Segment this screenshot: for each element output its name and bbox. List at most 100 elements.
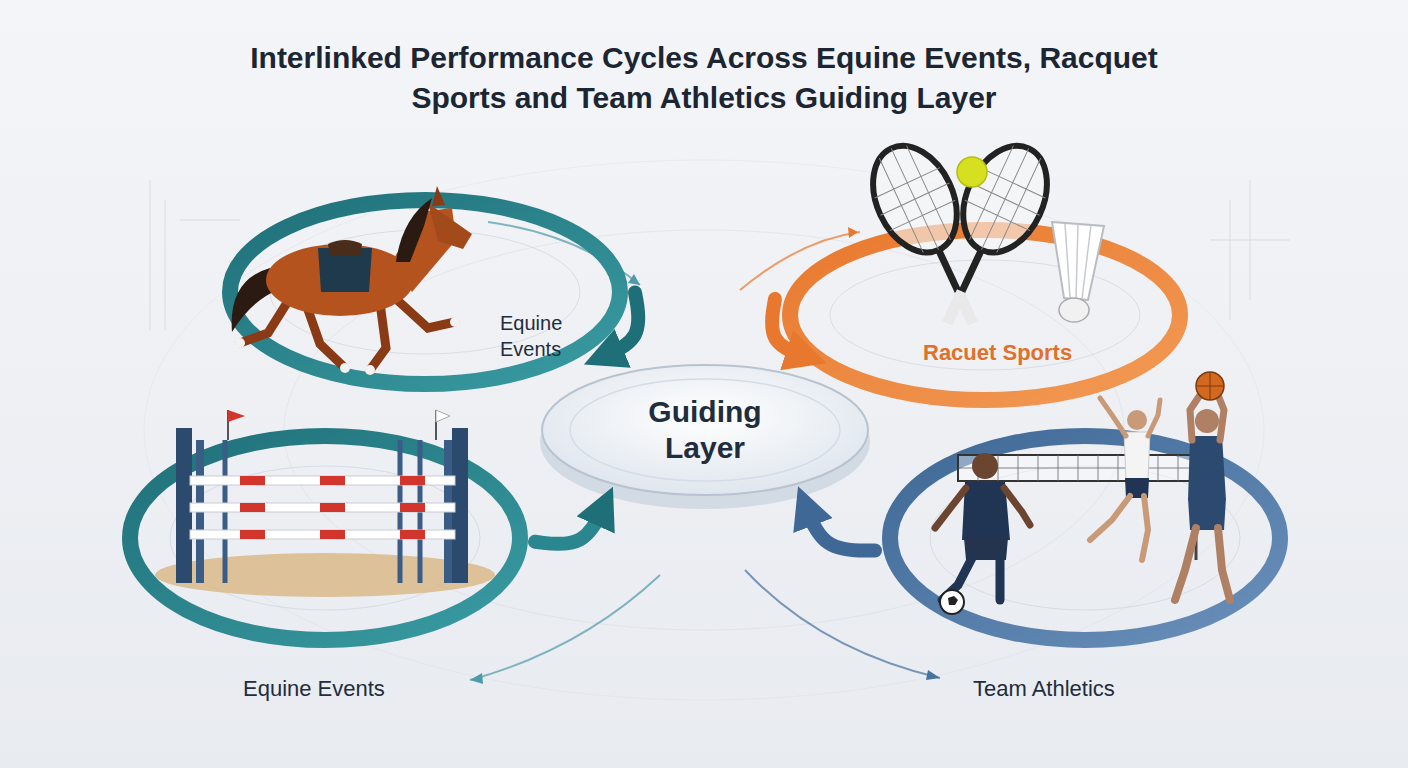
shuttlecock-illustration <box>1059 298 1089 322</box>
cycle-loop: Equine Events <box>215 180 635 405</box>
jump-fence-illustration <box>240 476 265 485</box>
disc-outline <box>540 355 870 505</box>
loop-inner-line <box>930 466 1240 610</box>
diagram-title: Interlinked Performance Cycles Across Eq… <box>224 38 1184 118</box>
loop-ring <box>890 436 1280 640</box>
thin-flow-arrows <box>470 673 483 684</box>
racket-illustration <box>891 148 938 250</box>
horse-illustration <box>432 186 445 206</box>
soccer-player <box>935 488 966 528</box>
soccer-player <box>940 590 964 614</box>
jump-fence-illustration <box>190 476 455 485</box>
jump-fence-illustration <box>400 503 425 512</box>
racket-illustration <box>857 132 973 266</box>
grid-lines <box>284 230 1124 630</box>
disc-ring <box>570 379 840 481</box>
soccer-player <box>935 488 1030 528</box>
horse-illustration <box>450 317 460 327</box>
shuttlecock-illustration <box>1076 224 1078 299</box>
node-text-wrap: Racuet Sports <box>923 339 1133 367</box>
volleyball-net <box>1178 455 1179 481</box>
racket-illustration <box>997 158 1041 252</box>
node-label: Team Athletics <box>973 675 1213 703</box>
racket-illustration <box>958 292 973 324</box>
jump-fence-illustration <box>444 440 452 583</box>
racket-illustration <box>857 132 973 266</box>
jump-fence-illustration <box>196 440 204 583</box>
horse-illustration <box>235 317 460 375</box>
horse-illustration <box>428 203 472 249</box>
jump-fence-illustration <box>190 476 455 539</box>
racket-illustration <box>971 183 1040 215</box>
volleyball-player <box>1125 478 1149 498</box>
basketball-player <box>1175 528 1196 600</box>
volleyball-net <box>1098 455 1099 481</box>
jump-fence-illustration <box>418 440 423 583</box>
soccer-player <box>942 558 1000 600</box>
node-label: Guiding Layer <box>635 394 775 466</box>
racket-illustration <box>947 132 1063 266</box>
basketball-player <box>1190 395 1224 440</box>
node-text-wrap: Team Athletics <box>973 675 1213 703</box>
hub-disc: Guiding Layer <box>540 355 870 505</box>
soccer-player <box>972 453 998 479</box>
jump-fence-illustration <box>436 410 450 422</box>
volleyball-net <box>958 450 1196 560</box>
loop-outline <box>115 420 535 710</box>
soccer-player <box>996 558 1005 600</box>
node-text-wrap: Guiding Layer <box>540 355 870 505</box>
node-label: Racuet Sports <box>923 339 1133 367</box>
basketball-player <box>1196 372 1224 400</box>
shuttlecock-illustration <box>1052 222 1104 322</box>
racket-illustration <box>947 132 1063 266</box>
loop-inner-line <box>830 260 1140 370</box>
jump-fence-illustration <box>320 530 345 539</box>
disc-top <box>542 365 868 495</box>
volleyball-player <box>1148 400 1160 436</box>
jump-fence-illustration <box>225 440 420 583</box>
basketball-player <box>1218 395 1224 440</box>
jump-fence-illustration <box>176 428 192 583</box>
loop-outline <box>875 420 1295 710</box>
jump-fence-illustration <box>435 410 437 440</box>
basketball-player <box>1175 528 1230 600</box>
racket-illustration <box>907 146 951 240</box>
volleyball-player <box>1100 398 1160 436</box>
node-text-wrap: Equine Events <box>500 310 600 362</box>
horse-illustration <box>266 244 414 316</box>
volleyball-net <box>958 455 1196 481</box>
horse-illustration <box>240 298 455 370</box>
shuttlecock-illustration <box>1052 222 1104 300</box>
horse-illustration <box>235 338 245 348</box>
loop-inner-line <box>170 466 480 610</box>
horse-illustration <box>306 304 345 368</box>
flow-arrow <box>599 293 638 359</box>
jump-fence-illustration <box>400 476 425 485</box>
volleyball-net <box>1018 455 1019 481</box>
racket-illustration <box>981 148 1028 250</box>
volleyball-net <box>1158 455 1159 481</box>
racket-illustration <box>957 157 987 187</box>
volleyball-player <box>1090 398 1160 560</box>
loop-outline <box>215 180 635 405</box>
basketball-player <box>1188 436 1226 500</box>
racket-illustration <box>939 250 958 292</box>
jump-fence-illustration <box>240 503 265 512</box>
jump-fence-illustration <box>320 476 345 485</box>
node-label: Equine Events <box>243 675 483 703</box>
title-box: Interlinked Performance Cycles Across Eq… <box>224 38 1184 118</box>
loop-ring <box>790 230 1180 400</box>
shuttlecock-illustration <box>1065 224 1070 298</box>
loop-ring <box>130 436 520 640</box>
volleyball-player <box>1090 496 1130 540</box>
horse-illustration <box>232 268 278 332</box>
loop-outline <box>775 215 1195 415</box>
volleyball-player <box>1142 496 1148 560</box>
racket-illustration <box>857 132 1007 339</box>
volleyball-net <box>1138 455 1139 481</box>
racket-illustration <box>965 200 1030 230</box>
volleyball-net <box>1058 455 1059 481</box>
flow-arrow <box>772 299 811 358</box>
thin-flow-arrows <box>848 227 858 238</box>
